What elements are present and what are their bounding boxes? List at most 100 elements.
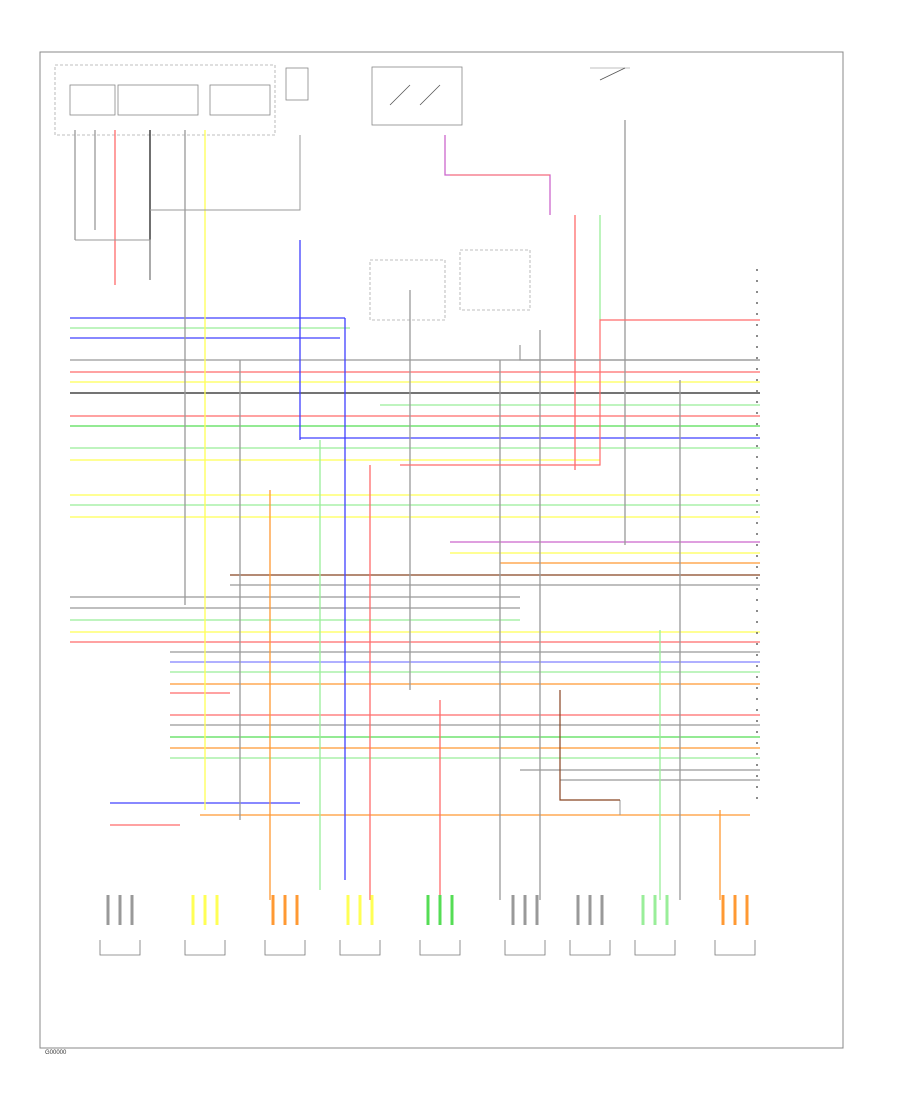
wire-segment	[400, 319, 760, 466]
terminal-dot	[756, 313, 758, 315]
terminal-dot	[756, 401, 758, 403]
connector-pin	[721, 895, 725, 925]
terminal-dot	[756, 676, 758, 678]
bottom-connectors	[99, 895, 756, 956]
terminal-dot	[756, 753, 758, 755]
connector-pin	[118, 895, 122, 925]
terminal-dot	[756, 511, 758, 513]
bottom-connector	[419, 895, 461, 956]
connector-bracket	[714, 940, 756, 956]
terminal-dot	[756, 786, 758, 788]
connector-pin	[665, 895, 669, 925]
connector-pin	[523, 895, 527, 925]
terminal-dot	[756, 731, 758, 733]
connector-pin	[203, 895, 207, 925]
connector-pin	[600, 895, 604, 925]
ignition-switch	[371, 66, 463, 126]
bottom-connector	[99, 895, 141, 956]
terminal-dot	[756, 643, 758, 645]
connector-bracket	[339, 940, 381, 956]
connector-pin	[283, 895, 287, 925]
terminal-dot	[756, 577, 758, 579]
connector-bracket	[419, 940, 461, 956]
terminal-dot	[756, 522, 758, 524]
figure-number: G00000	[45, 1050, 67, 1056]
connector-pin	[576, 895, 580, 925]
connector-pin	[191, 895, 195, 925]
connector-bracket	[99, 940, 141, 956]
connector-pin	[106, 895, 110, 925]
terminal-dot	[756, 709, 758, 711]
terminal-dot	[756, 544, 758, 546]
connector-pin	[641, 895, 645, 925]
terminal-dot	[756, 533, 758, 535]
terminal-dot	[756, 588, 758, 590]
terminal-dot	[756, 566, 758, 568]
terminal-dot	[756, 742, 758, 744]
terminal-dot	[756, 302, 758, 304]
terminal-dot	[756, 599, 758, 601]
connector-bracket	[569, 940, 611, 956]
bottom-connector	[264, 895, 306, 956]
terminal-dot	[756, 434, 758, 436]
terminal-dot	[756, 379, 758, 381]
terminal-dot	[756, 500, 758, 502]
top-left-component	[54, 64, 309, 136]
connector-bracket	[504, 940, 546, 956]
terminal-dot	[756, 346, 758, 348]
terminal-dot	[756, 621, 758, 623]
connector-bracket	[634, 940, 676, 956]
terminal-dot	[756, 632, 758, 634]
terminal-dot	[756, 775, 758, 777]
wire-runs	[70, 120, 760, 900]
diagram-frame	[39, 51, 844, 1049]
terminal-dot	[756, 665, 758, 667]
top-right-switch	[590, 67, 630, 81]
wire-segment	[559, 690, 620, 801]
connector-pin	[346, 895, 350, 925]
terminal-dot	[756, 445, 758, 447]
connector-pin	[588, 895, 592, 925]
connector-bracket	[184, 940, 226, 956]
terminal-dot	[756, 456, 758, 458]
connector-pin	[215, 895, 219, 925]
bottom-connector	[184, 895, 226, 956]
bottom-connector	[569, 895, 611, 956]
terminal-dot	[756, 357, 758, 359]
connector-pin	[370, 895, 374, 925]
terminal-dot	[756, 489, 758, 491]
terminal-dot	[756, 269, 758, 271]
bottom-connector	[339, 895, 381, 956]
terminal-dot	[756, 412, 758, 414]
terminal-dot	[756, 280, 758, 282]
terminal-dot	[756, 654, 758, 656]
connector-pin	[271, 895, 275, 925]
connector-pin	[535, 895, 539, 925]
terminal-dot	[756, 390, 758, 392]
terminal-dot	[756, 478, 758, 480]
connector-pin	[653, 895, 657, 925]
terminal-dot	[756, 467, 758, 469]
terminal-dot	[756, 764, 758, 766]
center-relays	[369, 249, 531, 321]
terminal-dot	[756, 423, 758, 425]
connector-pin	[733, 895, 737, 925]
wire-segment	[75, 239, 151, 280]
connector-pin	[450, 895, 454, 925]
terminal-dot	[756, 797, 758, 799]
terminal-dot	[756, 368, 758, 370]
connector-pin	[358, 895, 362, 925]
connector-pin	[511, 895, 515, 925]
connector-pin	[438, 895, 442, 925]
bottom-connector	[504, 895, 546, 956]
wire-segment	[519, 345, 760, 361]
terminal-dot	[756, 687, 758, 689]
terminal-dot	[756, 324, 758, 326]
terminal-dot	[756, 335, 758, 337]
bottom-connector	[634, 895, 676, 956]
connector-bracket	[264, 940, 306, 956]
terminal-dot	[756, 291, 758, 293]
terminal-dot	[756, 720, 758, 722]
terminal-dot	[756, 610, 758, 612]
